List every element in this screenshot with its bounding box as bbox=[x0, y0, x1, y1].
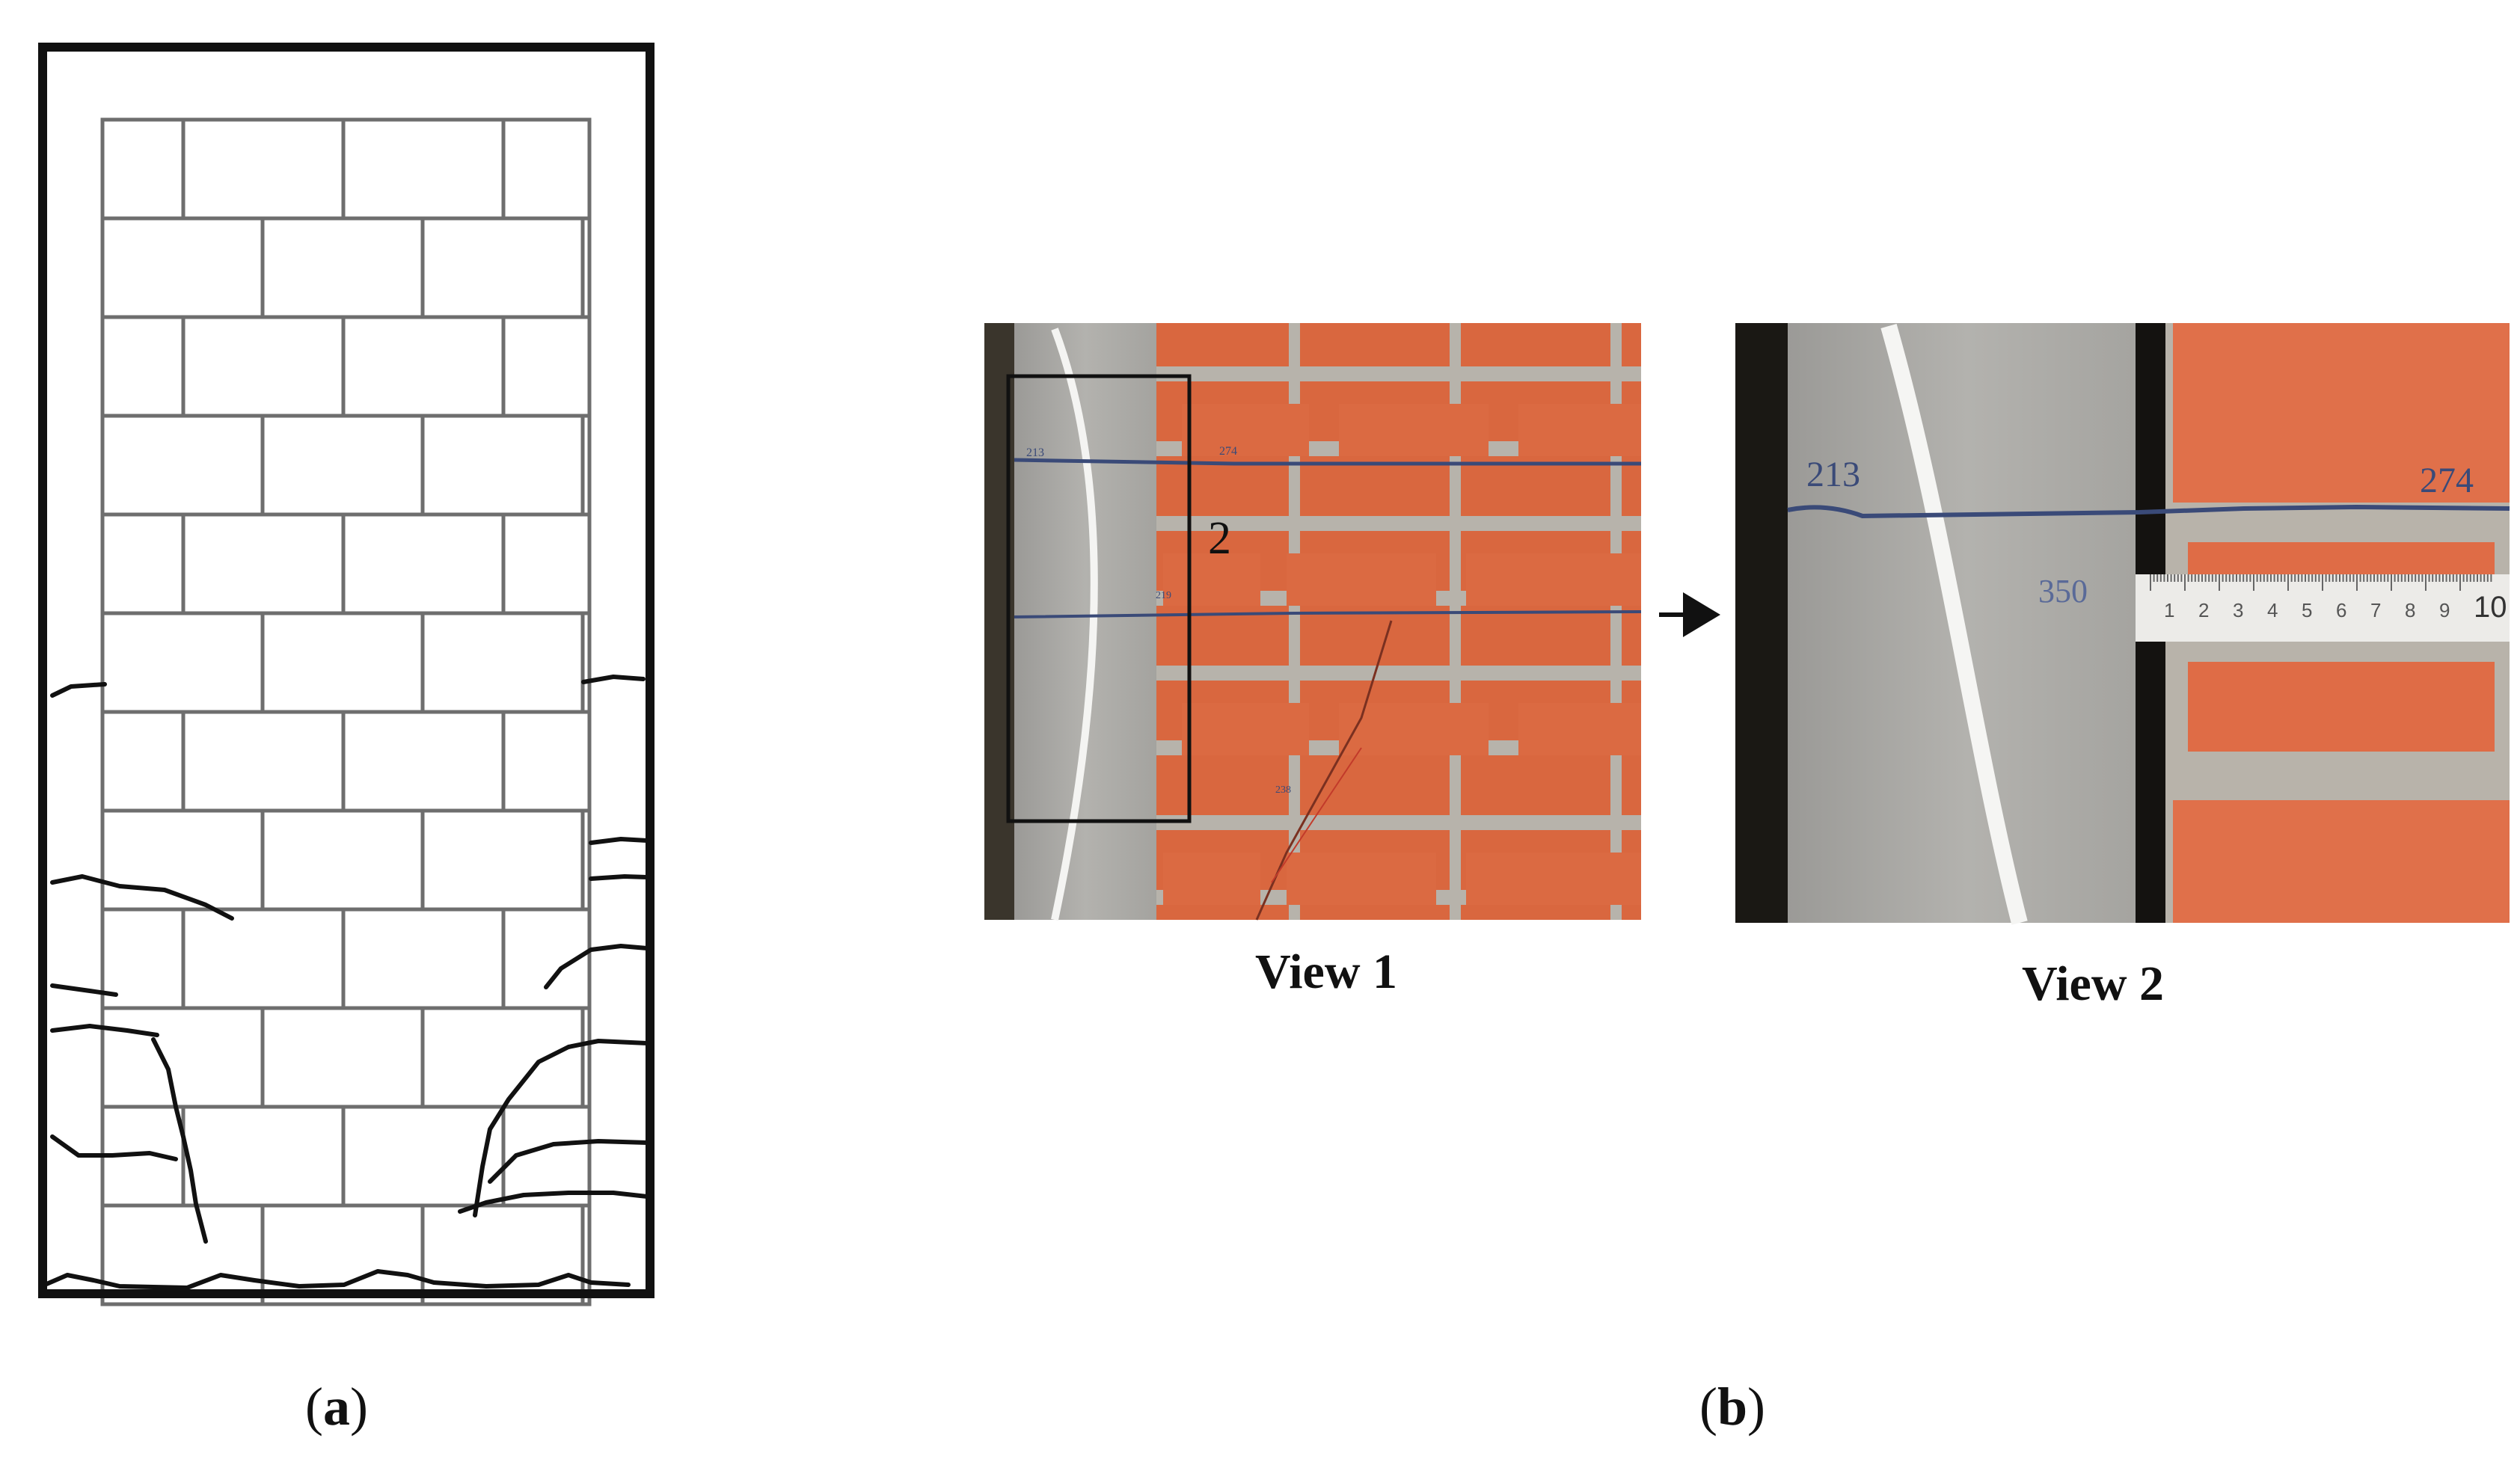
brick bbox=[341, 907, 506, 1010]
brick bbox=[260, 414, 425, 517]
brick bbox=[181, 315, 346, 418]
brick bbox=[580, 216, 592, 319]
brick bbox=[420, 808, 585, 912]
brick bbox=[100, 1006, 265, 1109]
brick bbox=[100, 611, 265, 714]
brick bbox=[420, 1006, 585, 1109]
view1-focus-box bbox=[1006, 374, 1192, 823]
brick bbox=[181, 117, 346, 221]
brick bbox=[501, 117, 592, 221]
ruler-number: 10 bbox=[2474, 591, 2507, 624]
brick bbox=[580, 611, 592, 714]
view2-mark-2: 274 bbox=[2420, 461, 2474, 500]
brick bbox=[501, 315, 592, 418]
ruler-number: 5 bbox=[2302, 599, 2312, 621]
crack-right-1 bbox=[581, 675, 646, 684]
crack-right-3 bbox=[544, 944, 649, 989]
brick bbox=[100, 808, 265, 912]
crack-right-2a bbox=[589, 837, 649, 845]
view1-photo: 213 274 219 238 2 bbox=[984, 323, 1642, 921]
ruler-number: 4 bbox=[2267, 599, 2278, 621]
ruler-number: 2 bbox=[2198, 599, 2209, 621]
view1-mark-4: 238 bbox=[1275, 784, 1291, 796]
view2-mark-1: 213 bbox=[1806, 455, 1860, 494]
crack-right-5 bbox=[488, 1139, 649, 1184]
brick bbox=[260, 216, 425, 319]
photo-composite: 213 274 219 238 2 213 274 35 bbox=[984, 323, 2510, 925]
arrow-icon bbox=[1659, 592, 1720, 637]
crack-left-4b bbox=[151, 1037, 208, 1244]
ruler-number: 6 bbox=[2336, 599, 2346, 621]
crack-bottom bbox=[43, 1269, 631, 1290]
brick bbox=[501, 1105, 592, 1208]
crack-right-4 bbox=[473, 1039, 649, 1217]
brick bbox=[100, 216, 265, 319]
panel-a-wall-schematic bbox=[0, 0, 673, 1346]
caption-a: (a) bbox=[305, 1377, 368, 1437]
brick bbox=[580, 808, 592, 912]
brick-grid bbox=[100, 117, 592, 1306]
view2-mark-3: 350 bbox=[2038, 573, 2088, 609]
ruler-number: 7 bbox=[2370, 599, 2381, 621]
brick bbox=[580, 414, 592, 517]
brick bbox=[181, 1105, 346, 1208]
brick bbox=[100, 710, 186, 813]
crack-right-6 bbox=[458, 1191, 649, 1214]
brick bbox=[341, 315, 506, 418]
brick bbox=[501, 710, 592, 813]
view1-mark-3: 219 bbox=[1156, 590, 1171, 601]
brick bbox=[420, 414, 585, 517]
brick bbox=[580, 1203, 592, 1306]
brick bbox=[260, 1006, 425, 1109]
ruler-number: 9 bbox=[2439, 599, 2450, 621]
brick bbox=[260, 808, 425, 912]
brick bbox=[100, 117, 186, 221]
crack-left-4a bbox=[50, 1024, 159, 1037]
view2-label: View 2 bbox=[2022, 956, 2165, 1011]
panel-b-photographs: 213 274 219 238 2 213 274 35 bbox=[972, 299, 2520, 1047]
frame-border bbox=[38, 43, 654, 1298]
crack-left-1 bbox=[50, 682, 107, 698]
brick bbox=[181, 907, 346, 1010]
brick bbox=[260, 1203, 425, 1306]
view1-focus-label: 2 bbox=[1208, 513, 1231, 564]
brick bbox=[100, 414, 265, 517]
brick bbox=[341, 512, 506, 615]
view2-photo: 213 274 350 1 2 3 4 5 6 7 8 9 10 bbox=[1735, 323, 2510, 925]
brick bbox=[580, 1006, 592, 1109]
ruler-number: 1 bbox=[2164, 599, 2174, 621]
crack-right-2b bbox=[589, 874, 649, 881]
crack-left-3 bbox=[50, 983, 118, 997]
caption-b: (b) bbox=[1699, 1377, 1766, 1437]
brick bbox=[260, 611, 425, 714]
crack-left-5 bbox=[50, 1134, 178, 1161]
view1-mark-1: 213 bbox=[1026, 446, 1044, 459]
brick bbox=[181, 710, 346, 813]
ruler-number: 3 bbox=[2233, 599, 2243, 621]
crack-left-2 bbox=[50, 874, 234, 921]
wall-drawing bbox=[38, 43, 654, 1306]
brick bbox=[341, 710, 506, 813]
caption-b-letter: b bbox=[1717, 1377, 1748, 1437]
brick bbox=[100, 315, 186, 418]
measuring-ruler: 1 2 3 4 5 6 7 8 9 10 bbox=[2136, 574, 2510, 642]
view1-label: View 1 bbox=[1255, 945, 1398, 999]
brick bbox=[341, 117, 506, 221]
caption-a-letter: a bbox=[322, 1377, 350, 1437]
crack-lines bbox=[43, 675, 649, 1290]
brick bbox=[420, 611, 585, 714]
brick bbox=[501, 512, 592, 615]
brick bbox=[420, 216, 585, 319]
view1-mark-2: 274 bbox=[1219, 445, 1237, 458]
brick bbox=[181, 512, 346, 615]
brick bbox=[100, 512, 186, 615]
ruler-number: 8 bbox=[2405, 599, 2415, 621]
